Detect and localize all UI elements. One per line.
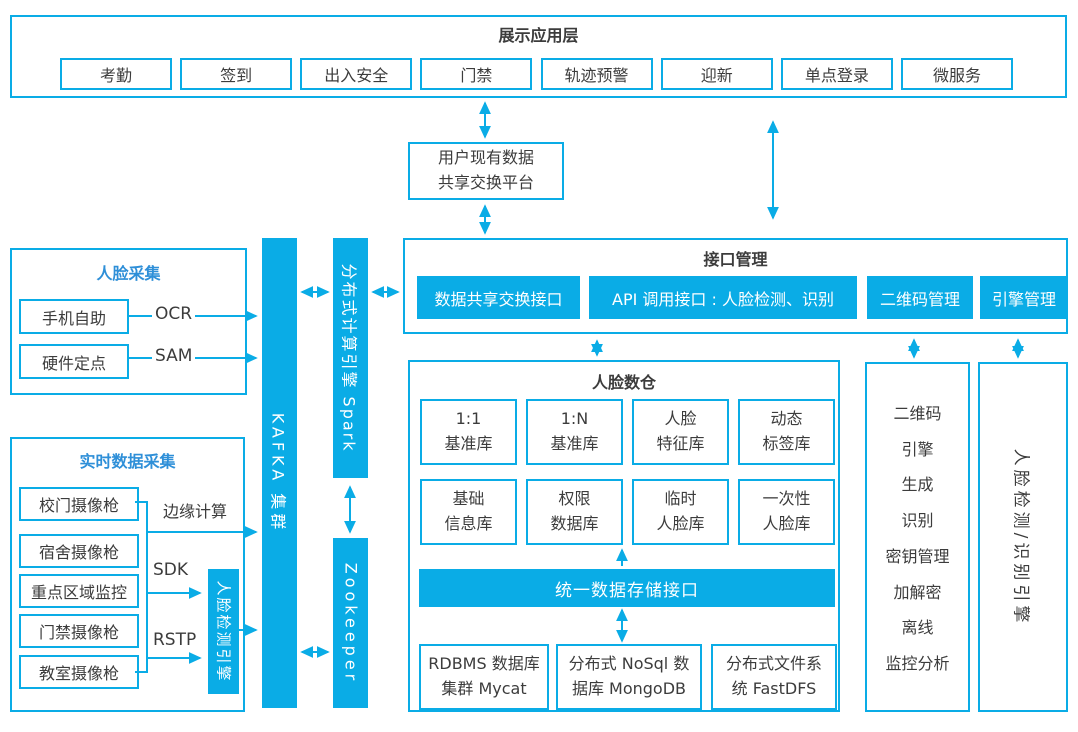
backend-nosql-mongodb: 分布式 NoSql 数据库 MongoDB [556,644,702,710]
sdk-label: SDK [150,560,192,580]
qr-engine-line-3: 生成 [901,475,934,495]
store-onetime-face: 一次性人脸库 [738,479,835,545]
camera-classroom: 教室摄像枪 [19,655,139,689]
app-layer-panel: 展示应用层 考勤 签到 出入安全 门禁 轨迹预警 迎新 单点登录 微服务 [10,15,1067,98]
app-entry-exit-security: 出入安全 [300,58,413,90]
face-collection-panel: 人脸采集 手机自助 硬件定点 [10,248,247,395]
spark-engine-bar: 分布式计算引擎 Spark [333,238,368,478]
exchange-platform-line2: 共享交换平台 [437,173,534,192]
data-share-interface-box: 数据共享交换接口 [417,276,580,319]
mobile-self-service-box: 手机自助 [19,299,129,334]
api-call-interface-box: API 调用接口 : 人脸检测、识别 [589,276,857,319]
backend-rdbms-mycat: RDBMS 数据库集群 Mycat [419,644,549,710]
face-detect-engine-bar: 人脸检测引擎 [208,569,239,694]
app-access-control: 门禁 [420,58,533,90]
qr-engine-line-8: 监控分析 [885,653,950,673]
hardware-fixed-point-box: 硬件定点 [19,344,129,379]
app-trajectory-warning: 轨迹预警 [540,58,653,90]
store-face-feature: 人脸特征库 [632,399,729,465]
exchange-platform-line1: 用户现有数据 [437,148,534,168]
camera-dormitory: 宿舍摄像枪 [19,534,139,568]
qr-engine-line-7: 离线 [901,618,934,638]
face-recognition-engine-panel: 人脸检测/识别引擎 [978,362,1068,712]
store-basic-info: 基础信息库 [420,479,517,545]
unified-storage-interface-band: 统一数据存储接口 [419,569,835,607]
camera-school-gate: 校门摄像枪 [19,487,139,521]
zookeeper-bar: Zookeeper [333,538,368,708]
face-collection-title: 人脸采集 [96,264,161,283]
app-welcome-new: 迎新 [660,58,773,90]
qr-engine-line-1: 二维码 [893,404,942,423]
sam-label: SAM [152,346,196,366]
qr-mgmt-box: 二维码管理 [867,276,973,319]
store-dynamic-label: 动态标签库 [738,399,835,465]
qr-engine-line-6: 加解密 [893,582,942,602]
face-warehouse-title: 人脸数仓 [591,373,656,392]
realtime-collection-panel: 实时数据采集 校门摄像枪 宿舍摄像枪 重点区域监控 门禁摄像枪 教室摄像枪 人脸… [10,437,245,712]
app-attendance: 考勤 [60,58,172,90]
qr-engine-line-4: 识别 [901,511,934,531]
app-microservice: 微服务 [900,58,1013,90]
interface-mgmt-panel: 接口管理 数据共享交换接口 API 调用接口 : 人脸检测、识别 二维码管理 引… [403,238,1068,334]
interface-mgmt-title: 接口管理 [703,250,768,269]
rstp-label: RSTP [150,630,200,650]
backend-fastdfs: 分布式文件系统 FastDFS [711,644,837,710]
camera-access-control: 门禁摄像枪 [19,614,139,648]
qr-engine-panel: 二维码 引擎 生成 识别 密钥管理 加解密 离线 监控分析 [865,362,970,712]
ocr-label: OCR [152,304,196,324]
engine-mgmt-box: 引擎管理 [980,276,1068,319]
qr-engine-line-2: 引擎 [901,439,934,459]
store-temp-face: 临时人脸库 [632,479,729,545]
exchange-platform-box: 用户现有数据 共享交换平台 [408,142,564,200]
edge-computing-label: 边缘计算 [160,498,231,522]
camera-key-area-monitor: 重点区域监控 [19,574,139,608]
app-signin: 签到 [180,58,293,90]
kafka-cluster-bar: KAFKA 集群 [262,238,297,708]
qr-engine-line-5: 密钥管理 [885,546,950,566]
store-permission-db: 权限数据库 [526,479,623,545]
app-layer-title: 展示应用层 [498,26,579,45]
realtime-collection-title: 实时数据采集 [79,452,176,471]
app-single-sign-on: 单点登录 [780,58,893,90]
